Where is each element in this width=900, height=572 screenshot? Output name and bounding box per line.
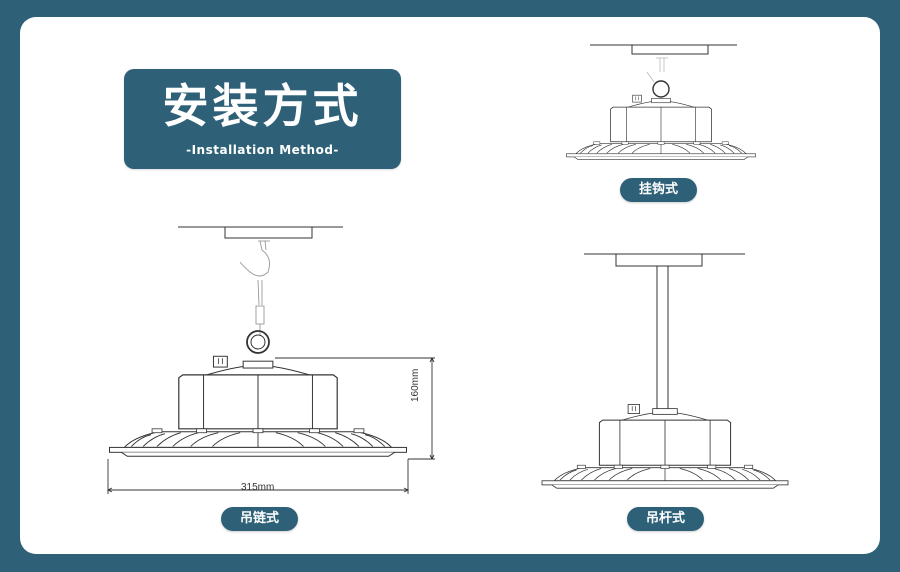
eye-bolt-ring <box>652 80 670 98</box>
method-label-hook: 挂钩式 <box>620 178 697 202</box>
title-banner: 安装方式 -Installation Method- <box>124 69 401 169</box>
height-dimension-label: 160mm <box>410 368 421 402</box>
eye-bolt-ring <box>246 330 270 354</box>
hook-mount-diagram <box>566 44 756 160</box>
hook-icon <box>646 57 668 83</box>
ceiling-plate <box>631 44 709 55</box>
lamp-body <box>108 355 408 457</box>
method-label-chain: 吊链式 <box>221 507 298 531</box>
page-subtitle: -Installation Method- <box>186 143 339 157</box>
pole-mount-diagram <box>541 253 789 489</box>
chain-mount-diagram <box>106 226 435 494</box>
ceiling-plate <box>224 226 313 239</box>
pole <box>656 265 669 410</box>
lamp-body <box>541 404 789 489</box>
chain-icon <box>255 279 265 336</box>
hook-icon <box>239 240 270 277</box>
lamp-body <box>566 94 756 160</box>
page-title: 安装方式 <box>162 79 363 133</box>
dimension-lines <box>106 356 435 494</box>
method-label-pole: 吊杆式 <box>627 507 704 531</box>
width-dimension-label: 315mm <box>241 482 275 493</box>
ceiling-plate <box>615 253 703 267</box>
